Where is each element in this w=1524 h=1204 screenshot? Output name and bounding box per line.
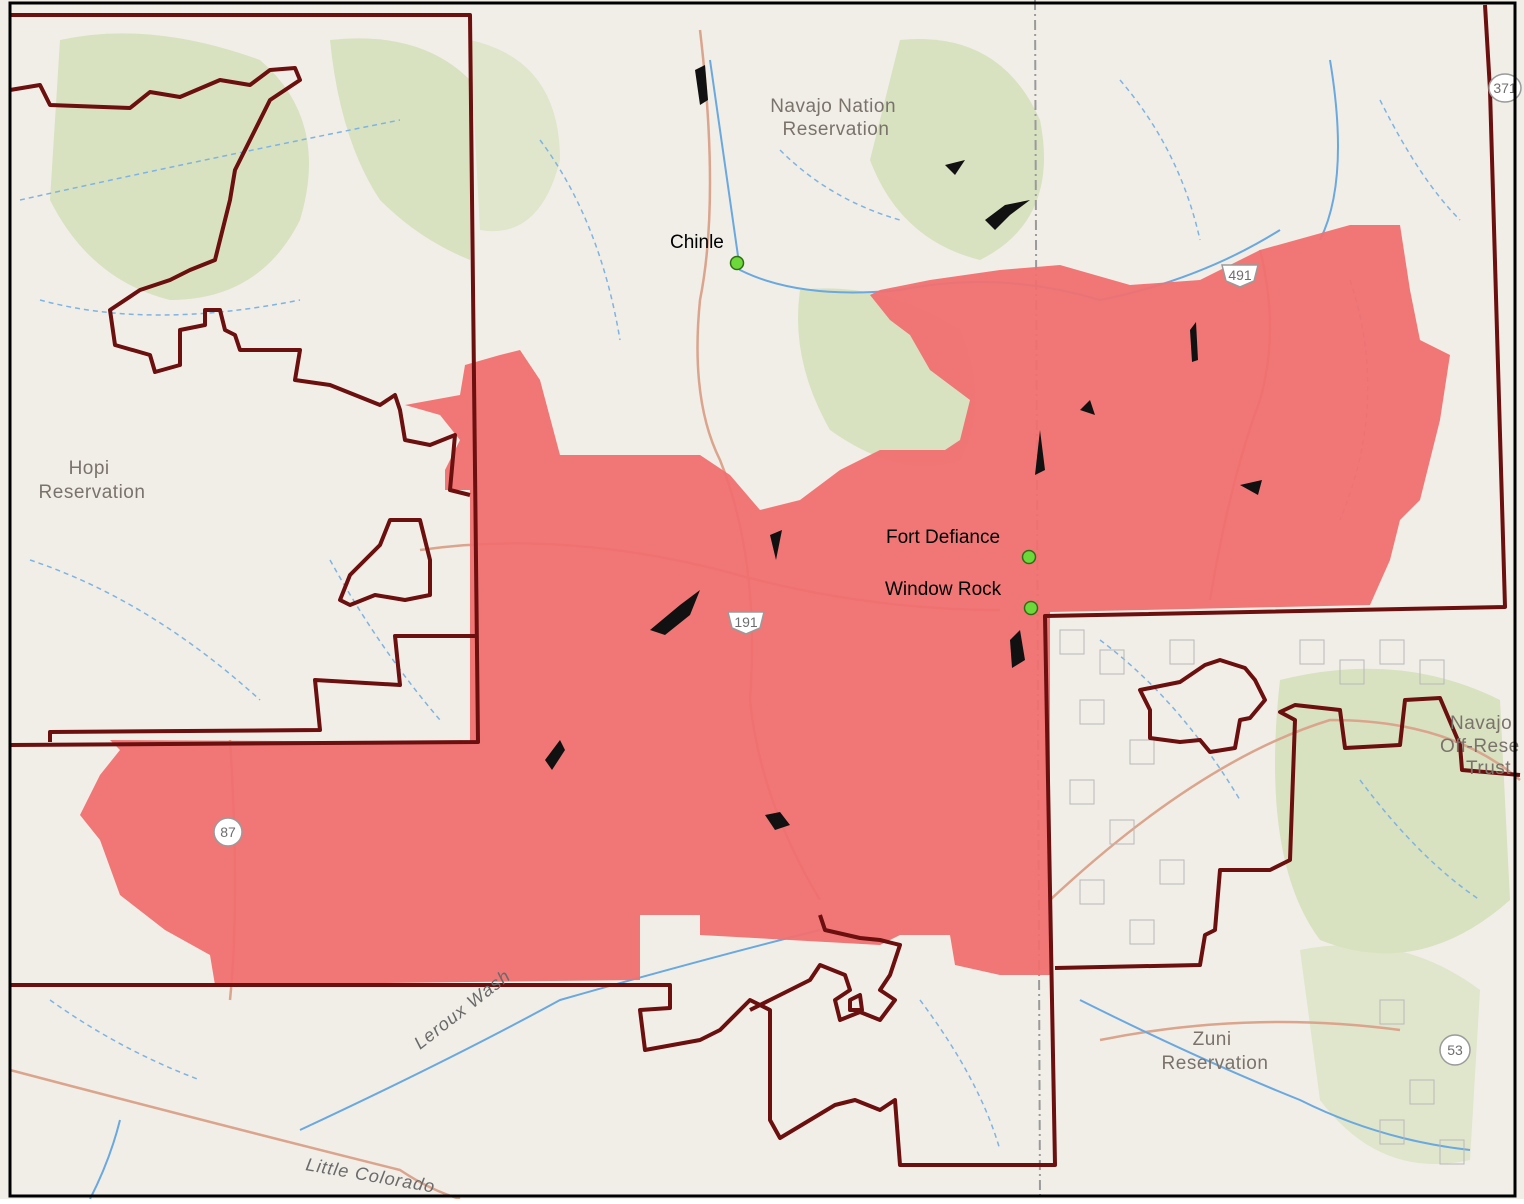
town-fort-defiance[interactable]: Fort Defiance [886, 527, 1037, 565]
highway-shield-191: 191 [727, 611, 765, 635]
shield-label: 191 [734, 614, 758, 630]
town-marker-icon[interactable] [1023, 600, 1039, 616]
town-marker-icon[interactable] [1021, 549, 1037, 565]
study-area-fill [80, 225, 1450, 985]
boundary-layer [9, 4, 1521, 1167]
reservation-label-zuni: Zuni Reservation [1162, 1029, 1269, 1074]
map-border [8, 1, 1517, 1198]
black-features [545, 65, 1262, 830]
highway-shield-53: 53 [1439, 1034, 1471, 1066]
shield-label: 371 [1493, 80, 1517, 96]
reservation-label-hopi: Hopi Reservation [39, 458, 146, 503]
town-marker-icon[interactable] [729, 255, 745, 271]
highway-shield-491: 491 [1221, 264, 1259, 288]
town-window-rock[interactable]: Window Rock [885, 579, 1039, 616]
town-label: Fort Defiance [886, 527, 1000, 548]
town-label: Window Rock [885, 579, 1002, 600]
town-chinle[interactable]: Chinle [670, 232, 745, 271]
reservation-label-navajo: Navajo Nation Reservation [770, 96, 902, 140]
shield-label: 491 [1228, 267, 1252, 283]
reservation-label-navajo-off-reservation: Navajo Off-Rese Trust [1440, 713, 1524, 779]
town-label: Chinle [670, 232, 724, 253]
shield-label: 53 [1447, 1042, 1463, 1058]
highway-shield-371: 371 [1488, 73, 1522, 103]
highway-shield-87: 87 [213, 817, 243, 847]
checkerboard-parcels [1059, 629, 1465, 1165]
shield-label: 87 [220, 824, 236, 840]
